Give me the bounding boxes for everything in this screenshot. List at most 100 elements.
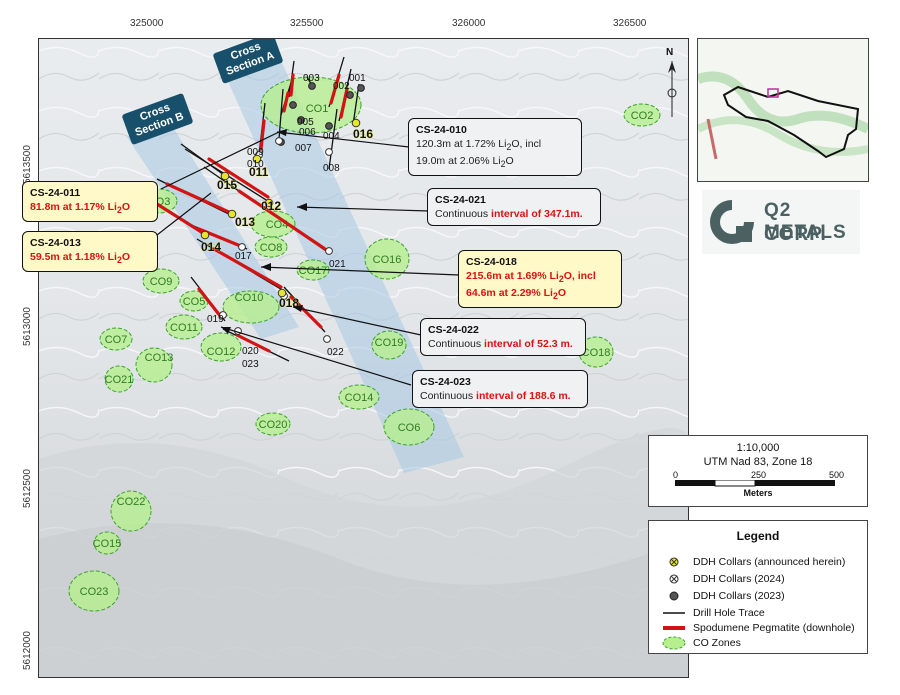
ddh-collars-2023 <box>277 82 365 146</box>
cross-section-a-band[interactable] <box>217 39 464 473</box>
co-zone-label: CO12 <box>207 346 236 358</box>
callout-title: CS-24-022 <box>428 324 479 336</box>
scale-projection: UTM Nad 83, Zone 18 <box>703 456 813 468</box>
scale-panel: 1:10,000 UTM Nad 83, Zone 18 0 250 500 M… <box>648 435 868 507</box>
northing-label: 5613000 <box>22 307 33 346</box>
easting-label: 325000 <box>130 18 164 29</box>
scale-tick: 0 <box>673 470 679 480</box>
hole-labels-2023: 001 002 003 004 005 006 007 <box>295 73 366 154</box>
co-zone-labels: CO1 CO2 CO3 CO4 CO5 CO6 CO7 CO8 CO9 CO10… <box>80 103 654 598</box>
hole-labels-announced: 011 012 013 014 015 016 018 <box>201 127 374 311</box>
co-zone-co14 <box>338 384 380 410</box>
hole-label: 010 <box>247 159 264 170</box>
northing-label: 5612000 <box>22 631 33 670</box>
callout-line: O, incl <box>563 270 596 282</box>
legend-item-label: DDH Collars (announced herein) <box>693 556 846 568</box>
callout-line: O <box>557 287 567 300</box>
easting-label: 325500 <box>290 18 324 29</box>
collar-2024 <box>238 243 246 251</box>
leader-arrowheads <box>221 129 307 334</box>
co-zone-label: CO22 <box>117 496 146 508</box>
collar-2024 <box>275 137 283 145</box>
collar-announced <box>227 209 237 219</box>
collar-2023 <box>297 116 305 124</box>
legend-item-label: Drill Hole Trace <box>693 607 765 619</box>
company-logo: Q2 METALS CORP. <box>702 190 860 254</box>
hole-label: 008 <box>323 163 340 174</box>
hole-label: 022 <box>327 347 344 358</box>
callout-cs-24-021[interactable]: CS-24-021 Continuous interval of 347.1m. <box>427 188 601 226</box>
legend-item-label: CO Zones <box>693 637 741 649</box>
co-zone-label: CO21 <box>105 374 134 386</box>
legend-item: DDH Collars (2023) <box>661 589 785 603</box>
hole-label: 013 <box>235 215 255 229</box>
hole-label: 006 <box>299 127 316 138</box>
co-zone-icon <box>661 636 687 650</box>
callout-cs-24-013[interactable]: CS-24-013 59.5m at 1.18% Li2O <box>22 231 158 273</box>
hole-label: 017 <box>235 251 252 262</box>
collar-2024 <box>219 311 227 319</box>
cross-section-b-band[interactable] <box>127 121 299 339</box>
callout-cs-24-018[interactable]: CS-24-018 215.6m at 1.69% Li2O, incl 64.… <box>458 250 622 309</box>
callout-subscript: 2 <box>500 159 506 170</box>
co-zone-co12 <box>200 332 242 362</box>
inset-map[interactable] <box>697 38 869 182</box>
co-zone-co9 <box>142 268 180 294</box>
collar-2023-icon <box>661 589 687 603</box>
legend-item-label: DDH Collars (2023) <box>693 590 785 602</box>
co-zone-label: CO16 <box>373 254 402 266</box>
co-zone-co2 <box>623 103 661 127</box>
hole-labels-2024: 008 009 010 017 019 020 021 022 023 <box>207 147 346 370</box>
co-zone-co19 <box>371 330 407 360</box>
callout-title: CS-24-013 <box>30 237 81 249</box>
hole-label: 018 <box>279 296 299 310</box>
callout-cs-24-023[interactable]: CS-24-023 Continuous interval of 188.6 m… <box>412 370 588 408</box>
co-zone-label: CO5 <box>183 296 206 308</box>
co-zone-label: CO7 <box>105 334 128 346</box>
co-zone-label: CO15 <box>93 538 122 550</box>
hole-label: 001 <box>349 73 366 84</box>
logo-text-line: CORP. <box>764 224 827 245</box>
legend-item: DDH Collars (announced herein) <box>661 555 845 569</box>
callout-title: CS-24-023 <box>420 376 471 388</box>
collar-announced <box>264 198 274 208</box>
co-zone-co15 <box>93 531 121 555</box>
callout-line: Continuous <box>428 338 485 350</box>
hole-label: 014 <box>201 240 221 254</box>
co-zone-co23 <box>68 570 120 612</box>
scale-tick: 500 <box>829 470 845 480</box>
callout-line: O <box>121 251 131 263</box>
callout-line: Continuous <box>435 208 492 220</box>
callout-cs-24-010[interactable]: CS-24-010 120.3m at 1.72% Li2O, incl 19.… <box>408 118 582 177</box>
scale-bar <box>675 480 835 487</box>
main-map[interactable]: CO1 CO2 CO3 CO4 CO5 CO6 CO7 CO8 CO9 CO10… <box>38 38 689 678</box>
collar-2024 <box>325 247 333 255</box>
collar-announced <box>252 154 262 164</box>
co-zone-label: CO20 <box>259 419 288 431</box>
collar-2024 <box>325 148 333 156</box>
callout-highlight: interval of 188.6 m. <box>476 390 571 402</box>
co-zone-label: CO1 <box>306 103 329 115</box>
co-zone-label: CO10 <box>235 292 264 304</box>
hole-label: 002 <box>333 81 350 92</box>
co-zone-label: CO14 <box>345 392 374 404</box>
callout-line: 215.6m at 1.69% Li <box>466 270 559 282</box>
callout-line: 81.8m at 1.17% Li <box>30 201 117 213</box>
easting-label: 326500 <box>613 18 647 29</box>
ddh-collars-announced <box>200 118 361 298</box>
callout-title: CS-24-010 <box>416 124 467 136</box>
callout-title: CS-24-018 <box>466 256 517 268</box>
hole-label: 004 <box>323 131 340 142</box>
callout-subscript: 2 <box>506 142 512 153</box>
q2-logo-icon <box>710 200 754 244</box>
collar-2024-icon <box>661 572 687 586</box>
terrain-ridge <box>39 523 688 677</box>
spodumene-icon <box>661 621 687 635</box>
drill-trace-icon <box>661 606 687 620</box>
north-arrow-icon: N <box>665 47 679 117</box>
co-zone-co21 <box>104 365 134 393</box>
collar-announced-icon <box>661 555 687 569</box>
callout-cs-24-022[interactable]: CS-24-022 Continuous interval of 52.3 m. <box>420 318 586 356</box>
callout-cs-24-011[interactable]: CS-24-011 81.8m at 1.17% Li2O <box>22 181 158 223</box>
northing-label: 5613500 <box>22 145 33 184</box>
